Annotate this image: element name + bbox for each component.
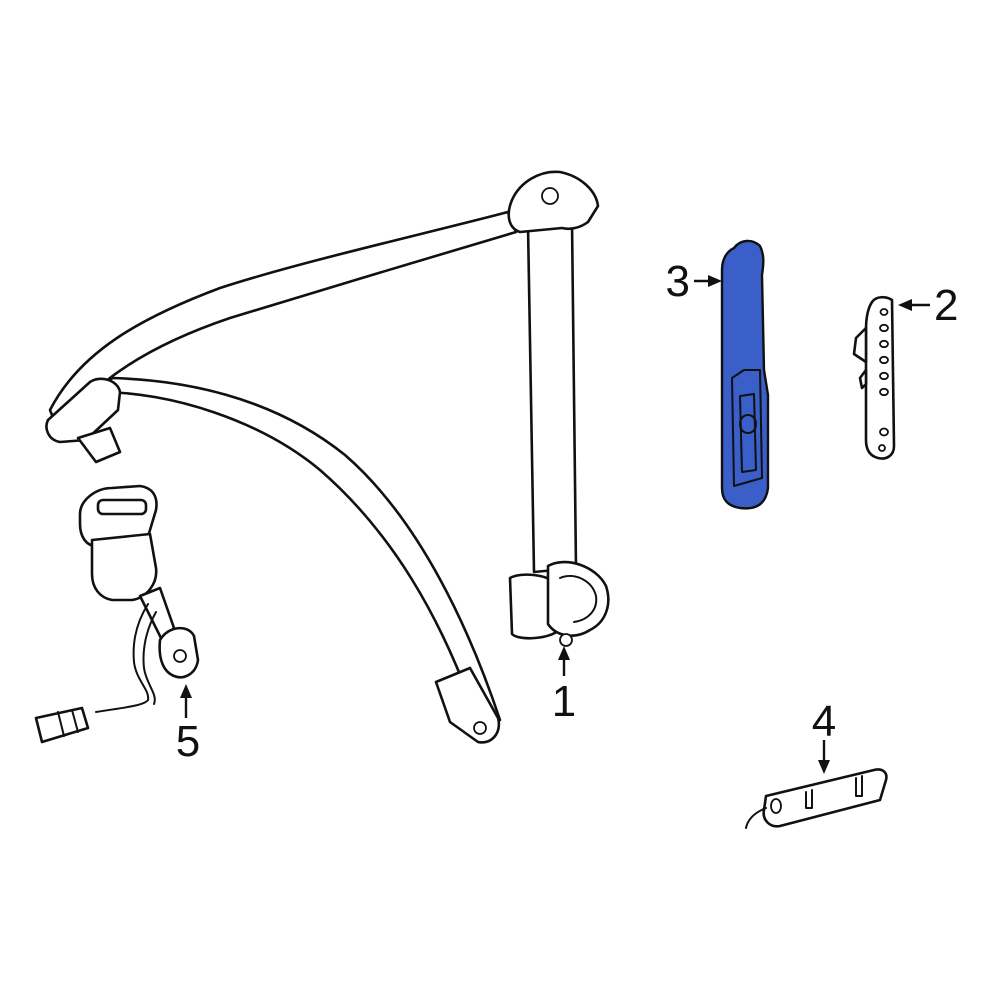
buckle-wire <box>95 603 150 713</box>
trim-cutout <box>731 369 763 487</box>
buckle-body <box>90 532 158 602</box>
anchor-cover-hole <box>770 798 782 814</box>
anchor-cover-slot-2 <box>855 775 863 797</box>
connector-detail <box>57 709 79 737</box>
adjuster-tab <box>852 326 868 364</box>
guide-clip <box>76 426 122 464</box>
callout-label-3: 3 <box>666 257 690 306</box>
part-5-buckle[interactable] <box>34 484 200 744</box>
buckle-wire-2 <box>142 611 157 705</box>
part-4-anchor-cover[interactable] <box>745 768 888 829</box>
callout-1: 1 <box>552 646 576 726</box>
vertical-strap <box>526 220 578 574</box>
callout-5: 5 <box>176 684 200 766</box>
callout-3: 3 <box>666 257 722 306</box>
adjuster-holes <box>878 308 889 452</box>
callout-label-2: 2 <box>934 281 958 330</box>
lap-strap <box>98 376 502 722</box>
anchor-cover-cable <box>745 807 767 829</box>
retractor-mount <box>559 633 573 647</box>
retractor-detail <box>559 575 598 623</box>
part-3-pillar-trim[interactable] <box>720 239 770 510</box>
buckle-slot <box>96 498 148 516</box>
d-ring-bolt <box>541 187 559 205</box>
arrow-3 <box>708 275 722 287</box>
anchor-cover-slot-1 <box>805 789 813 809</box>
callout-4: 4 <box>812 697 836 774</box>
trim-slot <box>739 393 757 473</box>
callout-label-5: 5 <box>176 717 200 766</box>
callout-label-4: 4 <box>812 697 836 746</box>
trim-loop <box>739 414 757 434</box>
arrow-5 <box>180 684 192 698</box>
arrow-2 <box>898 299 912 311</box>
adjuster-hook <box>858 368 868 390</box>
belt-guide <box>45 377 122 444</box>
lower-anchor <box>434 666 501 744</box>
arrow-4 <box>818 760 830 774</box>
callout-label-1: 1 <box>552 677 576 726</box>
buckle-anchor-hole <box>173 649 187 663</box>
arrow-1 <box>558 646 570 660</box>
part-2-height-adjuster[interactable] <box>852 295 896 460</box>
anchor-cover-body <box>762 768 888 828</box>
anchor-bolt-hole <box>473 721 487 735</box>
part-1-belt-assembly[interactable] <box>45 170 610 744</box>
callout-2: 2 <box>898 281 958 330</box>
retractor-spool <box>546 560 610 637</box>
